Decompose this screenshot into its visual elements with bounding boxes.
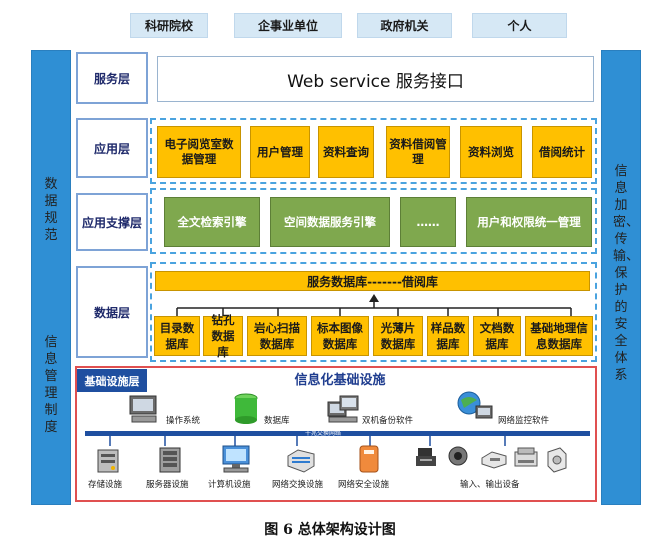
left-standards-bar: 数据规范 信息管理制度: [31, 50, 71, 505]
storage-label: 存储设施: [88, 480, 123, 490]
support-module-ellipsis: ……: [400, 197, 456, 247]
security-label: 网络安全设施: [338, 480, 390, 490]
app-module-borrowing: 资料借阅管理: [386, 126, 450, 178]
application-layer-label: 应用层: [76, 118, 148, 178]
support-module-permissions: 用户和权限统一管理: [466, 197, 592, 247]
db-sample: 样品数据库: [427, 316, 469, 356]
database-icon: [234, 393, 258, 424]
server-label: 服务器设施: [146, 480, 189, 490]
info-management-text: 信息管理制度: [44, 335, 58, 435]
data-connector-lines: [176, 294, 572, 316]
io-devices-label: 输入、输出设备: [460, 480, 520, 490]
user-box-research: 科研院校: [130, 13, 208, 38]
db-specimen-image: 标本图像数据库: [311, 316, 369, 356]
camera-icon: [448, 446, 468, 466]
data-standards-text: 数据规范: [44, 177, 58, 243]
switch-label: 网络交换设施: [272, 480, 324, 490]
db-catalog: 目录数据库: [154, 316, 200, 356]
user-box-government: 政府机关: [357, 13, 452, 38]
app-module-user-management: 用户管理: [250, 126, 310, 178]
web-service-interface: Web service 服务接口: [157, 56, 594, 102]
data-layer-frame: [150, 262, 597, 362]
computer-facility-label: 计算机设施: [208, 480, 251, 490]
network-monitor-icon: [457, 391, 493, 419]
data-layer-label: 数据层: [76, 266, 148, 358]
dual-server-icon: [327, 395, 359, 423]
application-layer-frame: [150, 118, 597, 184]
storage-icon: [97, 449, 119, 473]
printer-icon: [416, 448, 436, 466]
app-module-data-query: 资料查询: [318, 126, 374, 178]
firewall-icon: [359, 445, 379, 473]
figure-caption: 图 6 总体架构设计图: [264, 522, 396, 538]
app-module-reading-room: 电子阅览室数据管理: [157, 126, 241, 178]
os-label: 操作系统: [166, 416, 201, 426]
workstation-icon: [222, 445, 250, 473]
network-backbone: [85, 431, 590, 436]
app-module-browsing: 资料浏览: [460, 126, 522, 178]
infrastructure-layer-label: 基础设施层: [77, 369, 147, 392]
plotter-icon: [514, 447, 538, 467]
support-layer-frame: [150, 188, 597, 254]
support-module-spatial-engine: 空间数据服务引擎: [270, 197, 390, 247]
support-layer-label: 应用支撑层: [76, 193, 148, 251]
db-core-scan: 岩心扫描数据库: [247, 316, 307, 356]
service-database-bar: 服务数据库-------借阅库: [155, 271, 590, 291]
infrastructure-title: 信息化基础设施: [294, 372, 386, 388]
service-layer-label: 服务层: [76, 52, 148, 104]
computer-icon: [129, 395, 157, 423]
db-thin-section: 光薄片数据库: [373, 316, 423, 356]
server-icon: [159, 447, 181, 473]
db-basic-geography: 基础地理信息数据库: [525, 316, 593, 356]
security-system-text: 信息加密、传输、保护的安全体系: [613, 164, 640, 383]
dual-backup-label: 双机备份软件: [362, 416, 414, 426]
app-module-statistics: 借阅统计: [532, 126, 592, 178]
network-backbone-label: 千兆交换网络: [305, 430, 342, 437]
network-monitor-label: 网络监控软件: [498, 416, 550, 426]
up-arrow-icon: [369, 294, 379, 302]
db-borehole: 钻孔数据库: [203, 313, 243, 359]
support-module-fulltext-search: 全文检索引擎: [164, 197, 260, 247]
user-box-enterprise: 企事业单位: [234, 13, 342, 38]
backbone-drops: [109, 436, 506, 446]
database-label: 数据库: [264, 416, 290, 426]
scanner-icon: [481, 451, 507, 469]
switch-icon: [287, 449, 315, 473]
user-box-individual: 个人: [472, 13, 567, 38]
right-security-bar: 信息加密、传输、保护的安全体系: [601, 50, 641, 505]
db-document: 文档数据库: [473, 316, 521, 356]
disc-drive-icon: [547, 447, 567, 473]
